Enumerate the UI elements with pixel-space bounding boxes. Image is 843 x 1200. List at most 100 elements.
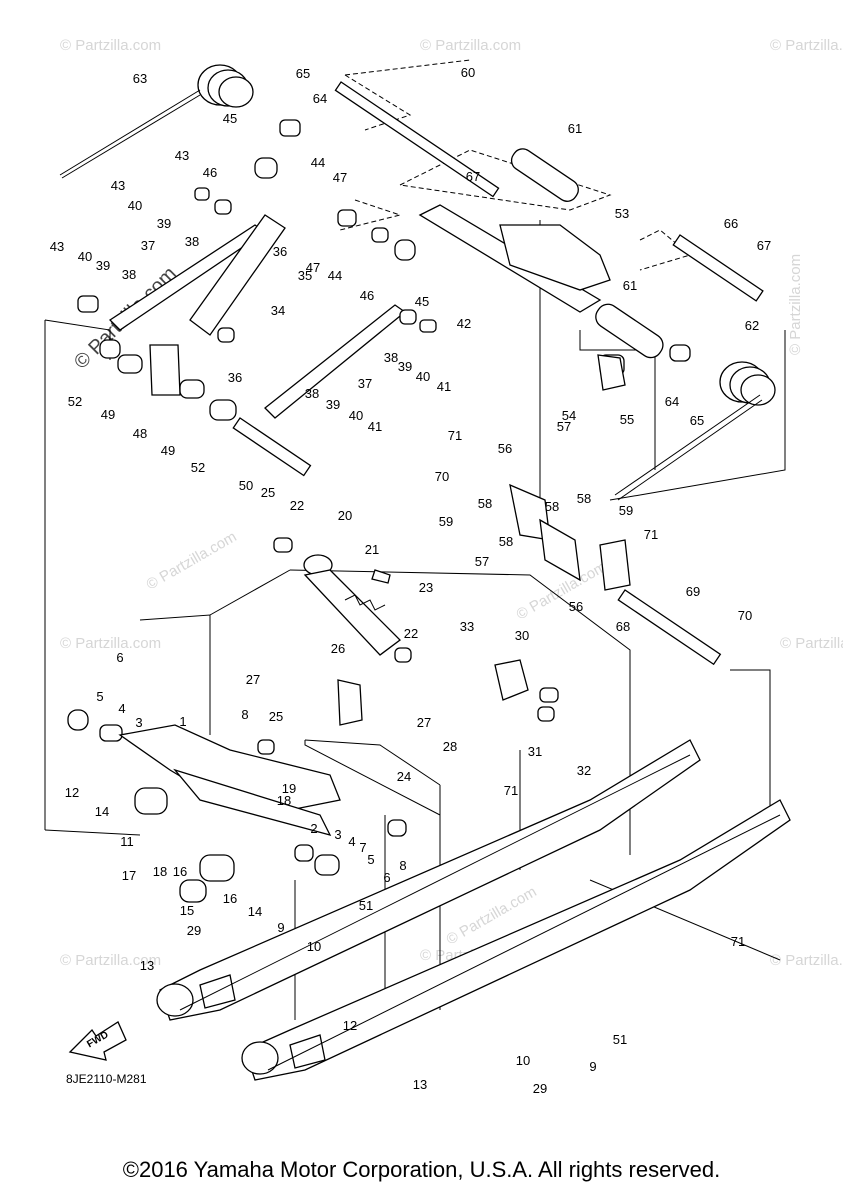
callout-number: 3: [334, 827, 341, 842]
callout-number: 56: [498, 441, 512, 456]
parts-drawing: FWD: [59, 64, 791, 1081]
callout-number: 41: [437, 379, 451, 394]
callout-number: 62: [745, 318, 759, 333]
callout-number: 25: [261, 485, 275, 500]
callout-number: 43: [111, 178, 125, 193]
callout-number: 31: [528, 744, 542, 759]
callout-number: 15: [180, 903, 194, 918]
callout-number: 18: [277, 793, 291, 808]
callout-number: 44: [328, 268, 342, 283]
watermark: © Partzilla.com: [60, 635, 161, 652]
fwd-arrow-icon: FWD: [68, 1021, 127, 1061]
callout-number: 70: [435, 469, 449, 484]
collar-61: [510, 148, 579, 202]
callout-number: 49: [161, 443, 175, 458]
rear-arm-53: [499, 224, 611, 291]
callout-number: 71: [504, 783, 518, 798]
callout-number: 41: [368, 419, 382, 434]
watermark-layer: © Partzilla.com © Partzilla.com © Partzi…: [60, 37, 843, 969]
callout-number: 24: [397, 769, 411, 784]
callout-number: 43: [50, 239, 64, 254]
callout-number: 52: [68, 394, 82, 409]
callout-number: 12: [65, 785, 79, 800]
diagram-code: 8JE2110-M281: [66, 1072, 147, 1086]
callout-number: 2: [310, 821, 317, 836]
callout-number: 3: [135, 715, 142, 730]
collar-61b: [595, 303, 664, 359]
bracket-48: [149, 344, 181, 396]
callout-number: 40: [349, 408, 363, 423]
callout-number: 5: [367, 852, 374, 867]
callout-number: 19: [282, 781, 296, 796]
callout-number: 38: [185, 234, 199, 249]
torsion-spring-62: [614, 361, 776, 501]
callout-number: 60: [461, 65, 475, 80]
plate-54: [597, 354, 626, 391]
callout-number: 9: [277, 920, 284, 935]
callout-number: 14: [248, 904, 262, 919]
callout-number: 30: [515, 628, 529, 643]
callout-number: 64: [665, 394, 679, 409]
callout-number: 4: [118, 701, 125, 716]
slide-rail-right: [241, 799, 791, 1081]
callout-number: 46: [203, 165, 217, 180]
callout-number: 48: [133, 426, 147, 441]
callout-number: 4: [348, 834, 355, 849]
callout-number: 1: [179, 714, 186, 729]
watermark: © Partzilla.com: [787, 254, 804, 355]
callout-number: 36: [273, 244, 287, 259]
callout-number: 70: [738, 608, 752, 623]
shock-absorber-20: [303, 554, 401, 656]
callout-number: 52: [191, 460, 205, 475]
callout-number: 42: [457, 316, 471, 331]
callout-number: 58: [577, 491, 591, 506]
callout-number: 66: [724, 216, 738, 231]
callout-number: 56: [569, 599, 583, 614]
callout-number: 32: [577, 763, 591, 778]
callout-number: 47: [333, 170, 347, 185]
callout-number: 12: [343, 1018, 357, 1033]
watermark: © Partzilla.com: [60, 37, 161, 54]
callout-number: 5: [96, 689, 103, 704]
watermark: © Partzilla.com: [770, 952, 843, 969]
watermark: © Partzilla.com: [780, 635, 843, 652]
callout-number: 16: [173, 864, 187, 879]
callout-number: 64: [313, 91, 327, 106]
shock-34: [189, 214, 286, 336]
callout-number: 54: [562, 408, 576, 423]
callout-number: 65: [690, 413, 704, 428]
callout-number: 45: [223, 111, 237, 126]
copyright-footer: ©2016 Yamaha Motor Corporation, U.S.A. A…: [122, 1157, 721, 1182]
front-arm-cross: [173, 768, 332, 837]
callout-number: 46: [360, 288, 374, 303]
callout-number: 13: [413, 1077, 427, 1092]
callout-number: 28: [443, 739, 457, 754]
callout-number: 8: [399, 858, 406, 873]
bracket-56b: [539, 518, 581, 582]
callout-number: 37: [358, 376, 372, 391]
callout-number: 27: [417, 715, 431, 730]
callout-number: 51: [359, 898, 373, 913]
callout-number: 9: [589, 1059, 596, 1074]
callout-number: 38: [384, 350, 398, 365]
watermark: © Partzilla.com: [770, 37, 843, 54]
slide-rail-left: [156, 739, 701, 1021]
callout-number: 10: [516, 1053, 530, 1068]
watermark: © Partzilla.com: [144, 528, 240, 593]
callout-number: 27: [246, 672, 260, 687]
callout-number: 61: [623, 278, 637, 293]
shaft-50: [232, 417, 312, 477]
callout-number: 10: [307, 939, 321, 954]
callout-number: 23: [419, 580, 433, 595]
callout-number: 33: [460, 619, 474, 634]
callout-number: 6: [116, 650, 123, 665]
callout-number: 57: [475, 554, 489, 569]
watermark: © Partzilla.com: [60, 952, 161, 969]
callout-number: 14: [95, 804, 109, 819]
callout-number: 6: [383, 870, 390, 885]
callout-number: 26: [331, 641, 345, 656]
callout-number: 17: [122, 868, 136, 883]
callout-number: 59: [439, 514, 453, 529]
callout-number: 7: [359, 840, 366, 855]
callout-number: 39: [157, 216, 171, 231]
